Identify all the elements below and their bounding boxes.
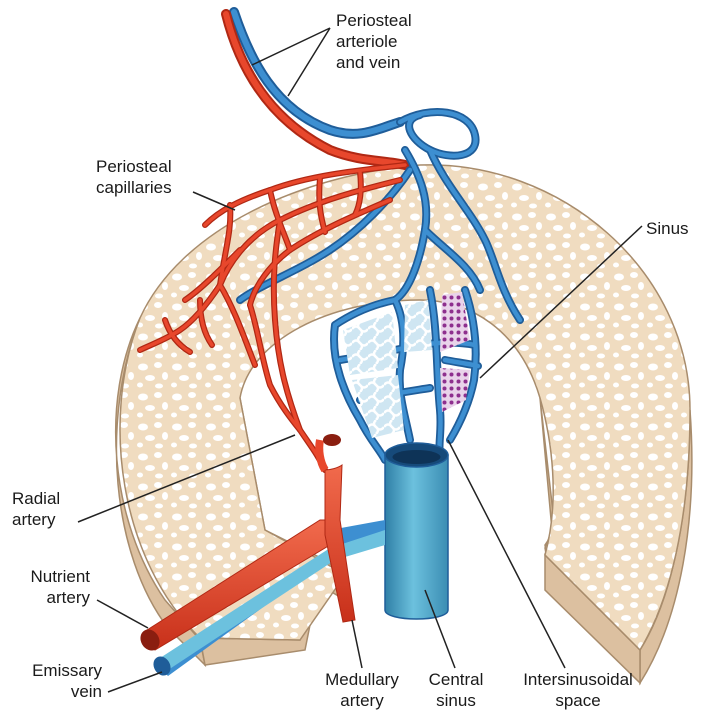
label-line: Periosteal (96, 156, 172, 177)
label-line: and vein (336, 52, 412, 73)
label-medullary-artery: Medullary artery (312, 669, 412, 711)
label-line: artery (312, 690, 412, 711)
label-line: Emissary (12, 660, 102, 681)
label-radial-artery: Radial artery (12, 488, 60, 530)
label-central-sinus: Central sinus (418, 669, 494, 711)
label-periosteal-capillaries: Periosteal capillaries (96, 156, 172, 198)
intersinusoidal-space-2 (352, 375, 404, 438)
leader-medullary-artery (352, 620, 362, 668)
leader-nutrient-artery (97, 600, 148, 628)
label-line: artery (14, 587, 90, 608)
label-line: Central (418, 669, 494, 690)
intersinusoidal-space-1 (343, 312, 398, 375)
leader-periosteal-capillaries (193, 192, 235, 210)
label-line: space (508, 690, 648, 711)
leader-periosteal-arteriole-vein (252, 28, 330, 96)
label-line: arteriole (336, 31, 412, 52)
label-line: Periosteal (336, 10, 412, 31)
label-line: Sinus (646, 218, 689, 239)
label-line: Intersinusoidal (508, 669, 648, 690)
label-periosteal-arteriole-vein: Periosteal arteriole and vein (336, 10, 412, 73)
intersinusoidal-space-3 (404, 300, 432, 352)
label-line: vein (12, 681, 102, 702)
label-line: Nutrient (14, 566, 90, 587)
label-emissary-vein: Emissary vein (12, 660, 102, 702)
label-sinus: Sinus (646, 218, 689, 239)
label-line: artery (12, 509, 60, 530)
label-line: capillaries (96, 177, 172, 198)
label-intersinusoidal-space: Intersinusoidal space (508, 669, 648, 711)
central-sinus (385, 443, 448, 619)
label-line: sinus (418, 690, 494, 711)
label-line: Medullary (312, 669, 412, 690)
label-line: Radial (12, 488, 60, 509)
label-nutrient-artery: Nutrient artery (14, 566, 90, 608)
leader-emissary-vein (108, 672, 162, 692)
